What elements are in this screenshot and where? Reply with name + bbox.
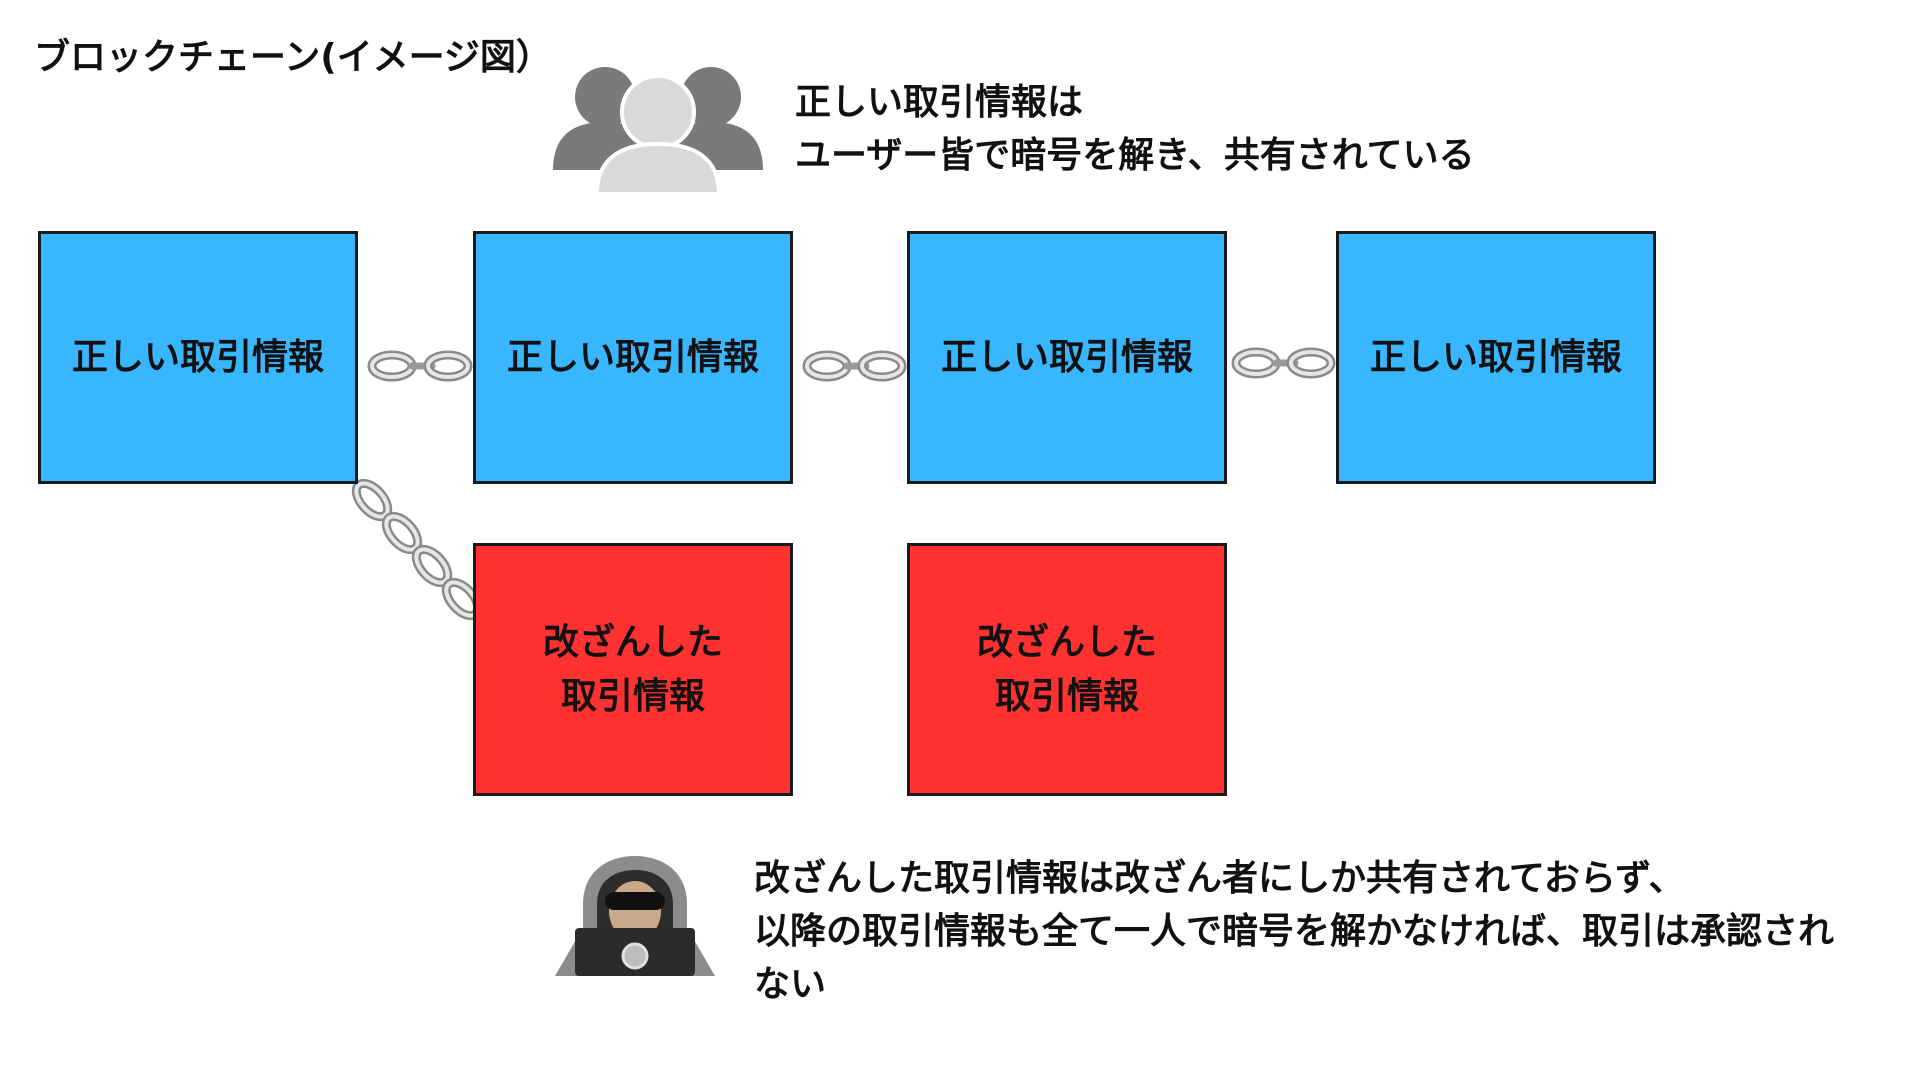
valid-block-1: 正しい取引情報 [38, 231, 358, 484]
hacker-note: 改ざんした取引情報は改ざん者にしか共有されておらず、 以降の取引情報も全て一人で… [754, 852, 1914, 1011]
chain-link-1-2 [367, 350, 473, 382]
tampered-block-2: 改ざんした 取引情報 [907, 543, 1227, 796]
chain-link-2-3 [802, 350, 907, 382]
valid-block-4: 正しい取引情報 [1336, 231, 1656, 484]
users-note-line: ユーザー皆で暗号を解き、共有されている [795, 135, 1475, 176]
valid-block-2: 正しい取引情報 [473, 231, 793, 484]
chain-link-1-tampered [351, 478, 483, 621]
tampered-block-1: 改ざんした 取引情報 [473, 543, 793, 796]
diagram-title: ブロックチェーン(イメージ図） [34, 37, 552, 78]
valid-block-3: 正しい取引情報 [907, 231, 1227, 484]
chain-link-3-4 [1231, 347, 1336, 379]
hacker-icon [555, 856, 715, 976]
hacker-note-line: 改ざんした取引情報は改ざん者にしか共有されておらず、 [754, 858, 1685, 899]
hacker-note-line: 以降の取引情報も全て一人で暗号を解かなければ、取引は承認され [754, 911, 1835, 952]
hacker-note-line: ない [754, 964, 827, 1005]
users-group-icon [553, 67, 763, 196]
users-note: 正しい取引情報は ユーザー皆で暗号を解き、共有されている [795, 76, 1475, 182]
users-note-line: 正しい取引情報は [795, 82, 1084, 123]
